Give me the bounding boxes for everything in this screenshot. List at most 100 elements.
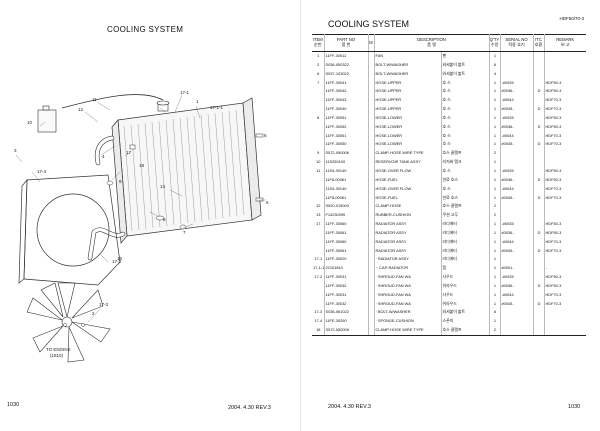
cell-remark: - — [545, 265, 547, 271]
cell-serial: -#0044 — [500, 290, 534, 300]
clamp-part — [255, 197, 264, 202]
cell-serial: -#0044 — [500, 184, 534, 194]
cell-item: 11 — [312, 166, 325, 176]
cell-qty: 1 — [489, 299, 501, 309]
cell-korean-name: 호 스 — [441, 122, 490, 132]
cell-item — [312, 184, 325, 194]
bolt-part — [81, 323, 85, 327]
cell-is — [368, 273, 375, 282]
cell-serial — [500, 308, 534, 318]
cell-description: CLAMP-HOSE — [374, 202, 442, 212]
callout-label: 17-1-1 — [210, 105, 224, 110]
clamp-part — [179, 224, 187, 230]
cell-serial: -#0044 — [500, 131, 534, 141]
cell-part-no: 11F8-00061 — [324, 175, 369, 185]
cell-korean-name: 호 스 — [441, 105, 490, 114]
cell-item: 10 — [312, 158, 325, 167]
cell-qty: 1 — [489, 51, 501, 61]
cell-is — [368, 96, 375, 106]
cell-description: HOSE-LOWER — [374, 122, 442, 132]
callout-label: 12 — [78, 107, 84, 112]
cell-serial: -#0044 — [500, 237, 534, 247]
cell-serial — [500, 202, 534, 212]
cell-description: HOSE-LOWER — [374, 140, 442, 150]
cell-description: HOSE-FUEL — [374, 193, 442, 203]
cell-itc — [533, 149, 545, 159]
cell-serial: -#0035 — [500, 78, 534, 88]
cell-description: BOLT-W/WASHER — [374, 69, 442, 79]
cell-remark: HDF70-3 — [545, 247, 562, 253]
cell-description: RESERVOIR TANK ASSY — [374, 158, 442, 167]
right-revision: 2004. 4.30 REV.3 — [328, 404, 371, 410]
cell-is — [368, 281, 375, 291]
engine-note: TO ENGINE — [46, 347, 71, 352]
cell-serial: #0036- — [500, 175, 534, 185]
cell-qty: 1 — [489, 78, 501, 88]
cell-description: · SHROUD-FAN WA — [374, 281, 442, 291]
cell-qty: 1 — [489, 175, 501, 185]
cell-remark: HDF50-3 — [545, 123, 562, 129]
callout-label: 18 — [139, 163, 145, 168]
cell-description: · SPONGE-CUSHION — [374, 317, 442, 327]
cell-description: · SHROUD-FAN WA — [374, 290, 442, 300]
cell-qty: 1 — [489, 273, 501, 282]
cell-description: · SHROUD-FAN WA — [374, 299, 442, 309]
cell-qty: 1 — [489, 87, 501, 97]
cell-is — [368, 237, 375, 247]
cell-qty: 1 — [489, 105, 501, 114]
cell-description: HOSE-OVER FLOW — [374, 184, 442, 194]
cell-part-no: S572-090006 — [324, 149, 369, 159]
cell-part-no: 11S250100 — [324, 158, 369, 167]
cell-itc — [533, 317, 545, 327]
cell-is — [368, 255, 375, 265]
engine-note: (1810) — [50, 353, 64, 358]
cell-itc — [533, 96, 545, 106]
cell-qty: 1 — [489, 166, 501, 176]
cell-part-no: 11FF-30051 — [324, 113, 369, 123]
cell-description: RADIATOR ASSY — [374, 220, 442, 229]
cell-qty: 2 — [489, 326, 501, 337]
cell-description: HOSE-LOWER — [374, 113, 442, 123]
cell-item: 17-3 — [312, 308, 325, 318]
cell-qty: 1 — [489, 237, 501, 247]
cell-itc — [533, 264, 545, 274]
cell-part-no: 11FF-30031 — [324, 290, 369, 300]
cell-part-no: S037-103022 — [324, 69, 369, 79]
cell-itc: D — [533, 281, 545, 291]
cell-qty: 2 — [489, 202, 501, 212]
overflow-hose — [61, 94, 164, 109]
cell-part-no: 11FF-30040 — [324, 105, 369, 114]
cell-remark: HDF70-3 — [545, 300, 562, 306]
cell-korean-name: 호스 클램프 — [441, 149, 490, 159]
cell-serial — [500, 211, 534, 221]
cell-korean-name: 라디에터 — [441, 246, 490, 256]
cell-item — [312, 87, 325, 97]
cell-itc — [533, 273, 545, 282]
cell-qty: 6 — [489, 308, 501, 318]
cell-part-no: S036-050322 — [324, 60, 369, 70]
cell-item — [312, 175, 325, 185]
fan-shroud — [18, 174, 121, 286]
cell-remark — [544, 255, 586, 264]
cell-item — [312, 122, 325, 132]
model-code: HDF50/70-3 — [559, 16, 584, 21]
cell-is — [368, 140, 375, 150]
cell-qty: 1 — [489, 317, 501, 327]
clamp-part — [155, 215, 165, 221]
